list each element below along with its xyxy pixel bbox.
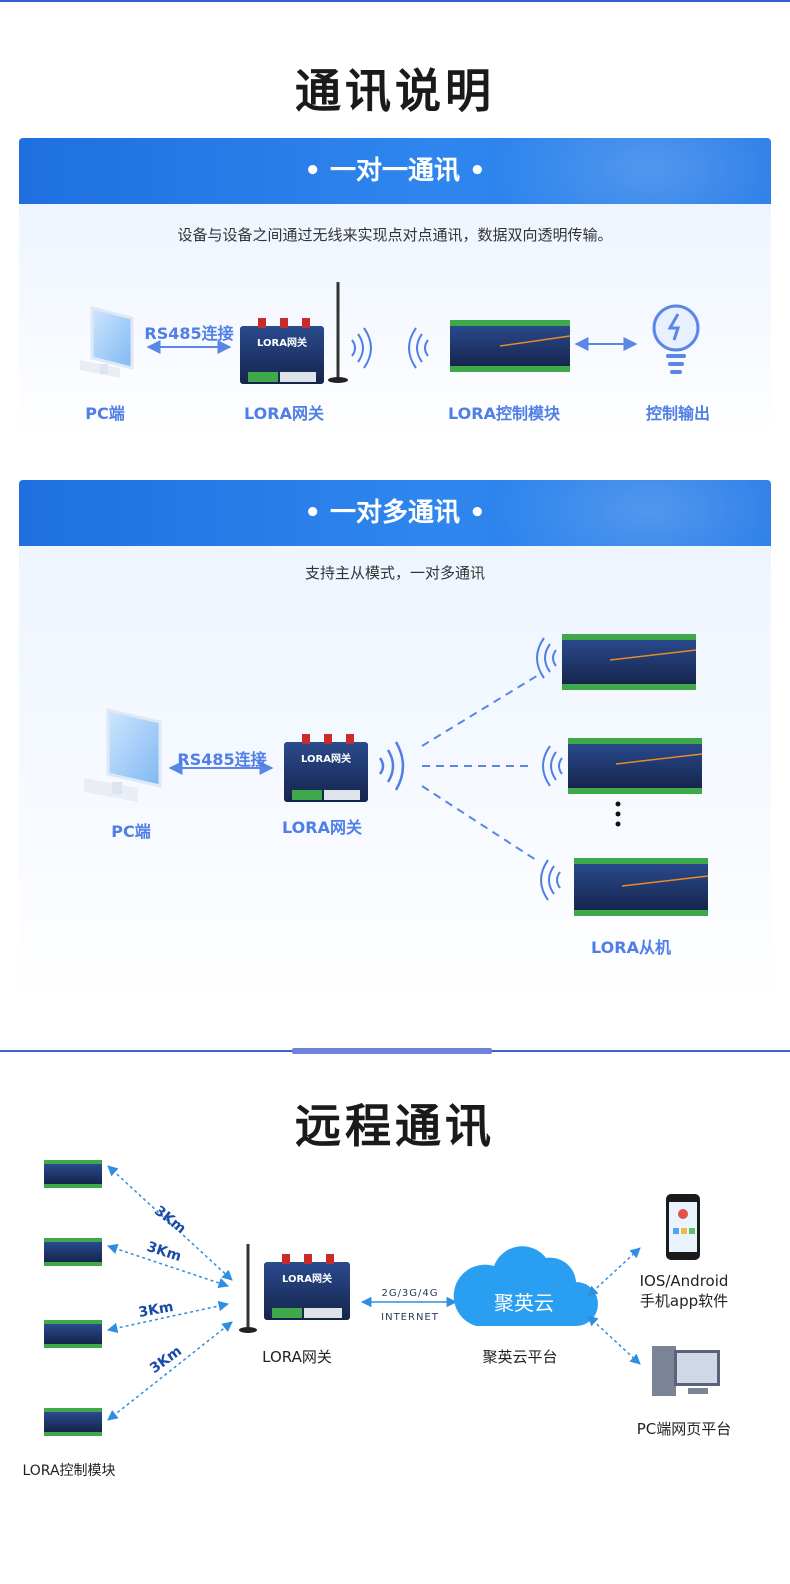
description-one-to-many: 支持主从模式，一对多通讯 [304,564,485,582]
remote-module-icon-2 [44,1238,102,1266]
gateway-label: LORA网关 [244,404,324,423]
slave-module-icon-2 [542,738,703,794]
rs485-label-2: RS485连接 [177,750,267,769]
pc-web-label: PC端网页平台 [636,1420,732,1438]
pc-label: PC端 [85,404,125,423]
slave-module-icon-3 [540,858,709,916]
band-bullet-right-2: • [460,498,486,528]
band-bullet-left-2: • [304,498,330,528]
cloud-platform-label: 聚英云平台 [482,1348,558,1366]
remote-title: 远程通讯 [295,1099,495,1153]
remote-module-icon-3 [44,1320,102,1348]
gateway-device-icon-2 [284,734,405,802]
lora-module-icon [408,320,571,372]
cloud-text: 聚英云 [494,1291,554,1315]
remote-gateway-icon [239,1244,350,1333]
band-bullet-left: • [304,156,330,186]
cloud-pc-link [587,1315,641,1365]
pc-icon-2 [84,708,162,802]
remote-gateway-label: LORA网关 [262,1348,332,1366]
slave-module-icon-1 [536,634,697,690]
band-one-to-one: • 一对一通讯 • [19,138,771,204]
control-output-label: 控制输出 [645,404,710,423]
desktop-computer-icon [652,1346,720,1396]
link-slave-1 [421,673,541,747]
smartphone-icon [666,1194,700,1260]
diagram-remote: LORA网关 2G/3G/4G INTERNET 聚英云 [44,1160,720,1436]
diagram-one-to-many: LORA网关 [84,634,709,916]
gateway-plate-text: LORA网关 [257,336,307,349]
remote-module-icon-1 [44,1160,102,1188]
mobile-label-line1: IOS/Android [639,1272,729,1290]
remote-module-label: LORA控制模块 [22,1463,116,1479]
lora-module-label: LORA控制模块 [448,404,560,423]
network-top-text: 2G/3G/4G [381,1288,438,1299]
band-title-one-to-one: 一对一通讯 [329,156,460,186]
pc-label-2: PC端 [111,822,151,841]
panel-one-to-one: 设备与设备之间通过无线来实现点对点通讯，数据双向透明传输。 [19,204,771,436]
band-title-one-to-many: 一对多通讯 [329,498,460,528]
mobile-label-line2: 手机app软件 [639,1292,729,1310]
band-bullet-right: • [460,156,486,186]
page-title: 通讯说明 [295,64,495,118]
gateway-label-2: LORA网关 [282,818,362,837]
lightbulb-icon [652,304,700,374]
pc-icon [80,306,134,378]
gateway-plate-text-2: LORA网关 [301,752,351,765]
slave-label: LORA从机 [591,938,671,957]
description-one-to-one: 设备与设备之间通过无线来实现点对点通讯，数据双向透明传输。 [177,226,613,244]
network-bottom-text: INTERNET [381,1312,439,1323]
remote-module-icon-4 [44,1408,102,1436]
cloud-icon [453,1246,598,1326]
section-divider-accent [292,1048,492,1054]
diagram-one-to-one: LORA网关 [80,282,700,384]
gateway-device-icon [240,282,372,384]
top-rule [0,0,790,2]
band-one-to-many: • 一对多通讯 • [19,480,771,546]
link-slave-3 [421,785,537,861]
rs485-label: RS485连接 [144,324,234,343]
remote-link-4 [107,1321,233,1421]
ellipsis-dots [615,801,621,827]
remote-gateway-plate: LORA网关 [282,1272,332,1285]
